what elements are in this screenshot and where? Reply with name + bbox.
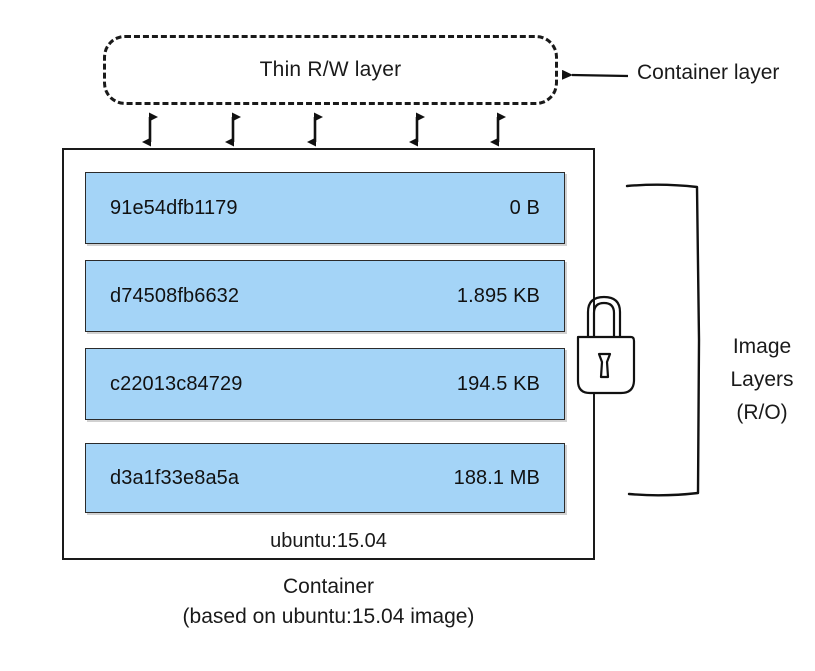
layer-size: 194.5 KB	[456, 372, 540, 395]
image-layer-row: c22013c84729 194.5 KB	[85, 348, 565, 420]
layer-id: 91e54dfb1179	[110, 196, 238, 219]
layer-id: d3a1f33e8a5a	[110, 466, 240, 489]
image-layers-line-2: Layers	[730, 368, 794, 391]
image-layer-row: 91e54dfb1179 0 B	[85, 172, 565, 244]
container-layer-callout-label: Container layer	[637, 61, 780, 84]
image-layer-row: d74508fb6632 1.895 KB	[85, 260, 565, 332]
double-headed-arrow	[142, 112, 506, 147]
image-layers-bracket	[625, 183, 701, 497]
layer-id: c22013c84729	[110, 372, 243, 395]
layer-size: 188.1 MB	[453, 466, 540, 489]
image-layers-line-1: Image	[732, 335, 792, 358]
caption-line-2: (based on ubuntu:15.04 image)	[182, 605, 475, 628]
container-layer-pointer-arrow	[561, 69, 629, 80]
image-layers-line-3: (R/O)	[736, 401, 788, 424]
container-caption: Container (based on ubuntu:15.04 image)	[62, 572, 595, 632]
layer-id: d74508fb6632	[110, 284, 240, 307]
container-image-name: ubuntu:15.04	[270, 530, 387, 552]
layer-size: 0 B	[509, 196, 540, 219]
layer-size: 1.895 KB	[456, 284, 540, 307]
thin-rw-layer-label: Thin R/W layer	[259, 58, 402, 81]
image-layers-callout-label: Image Layers (R/O)	[712, 330, 812, 429]
caption-line-1: Container	[282, 575, 375, 598]
image-layer-row: d3a1f33e8a5a 188.1 MB	[85, 443, 565, 513]
thin-rw-layer-box: Thin R/W layer	[103, 35, 558, 105]
